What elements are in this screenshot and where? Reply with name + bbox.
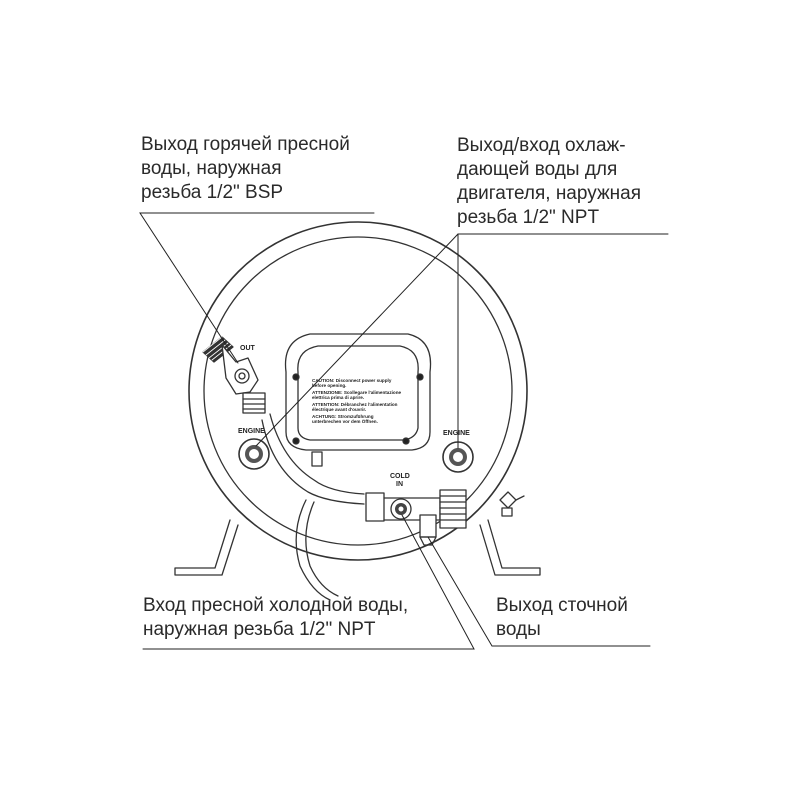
callout-line: Выход сточной	[496, 595, 628, 616]
leader-cold-inlet	[142, 514, 475, 650]
leader-hot-outlet	[139, 212, 375, 364]
warning-line: ACHTUNG: Stromzuführung	[312, 414, 374, 419]
callout-line: резьба 1/2" BSP	[141, 182, 284, 203]
warning-line: before opening.	[312, 383, 346, 388]
warning-line: ATTENTION: Débranchez l'alimentation	[312, 402, 398, 407]
callout-line: наружная резьба 1/2" NPT	[143, 619, 376, 640]
side-fitting	[499, 491, 525, 517]
control-cover	[284, 333, 432, 467]
warning-line: elettrica prima di aprire.	[312, 395, 364, 400]
mounting-feet	[174, 519, 541, 576]
callout-line: Выход/вход охлаж-	[457, 135, 626, 156]
leader-drain	[427, 536, 651, 647]
supply-hose	[261, 413, 365, 601]
callout-cold-inlet: Вход пресной холодной воды, наружная рез…	[143, 594, 408, 642]
callout-line: воды, наружная	[141, 158, 282, 179]
callout-drain: Выход сточной воды	[496, 594, 628, 642]
warning-plate: CAUTION: Disconnect power supply before …	[312, 378, 402, 424]
cold-in-marking-2: IN	[396, 481, 403, 488]
cold-inlet-assembly	[365, 489, 467, 546]
callout-engine-loop: Выход/вход охлаж- дающей воды для двигат…	[457, 134, 641, 230]
callout-line: Вход пресной холодной воды,	[143, 595, 409, 616]
engine-marking-right: ENGINE	[443, 430, 470, 437]
cold-in-marking-1: COLD	[390, 473, 410, 480]
callout-line: двигателя, наружная	[457, 183, 641, 204]
hot-out-marking: OUT	[240, 345, 256, 352]
warning-line: ATTENZIONE: Scollegare l'alimentazione	[312, 390, 402, 395]
engine-marking-left: ENGINE	[238, 428, 265, 435]
engine-port-left	[238, 438, 270, 470]
callout-line: дающей воды для	[457, 159, 618, 180]
leader-engine-left	[255, 233, 459, 447]
callout-line: воды	[496, 619, 541, 640]
callout-line: резьба 1/2" NPT	[457, 207, 600, 228]
warning-line: CAUTION: Disconnect power supply	[312, 378, 392, 383]
callout-line: Выход горячей пресной	[141, 134, 350, 155]
warning-line: unterbrechen vor dem Öffnen.	[312, 418, 378, 424]
warning-line: électrique avant d'ouvrir.	[312, 407, 366, 412]
callout-hot-outlet: Выход горячей пресной воды, наружная рез…	[141, 133, 350, 205]
